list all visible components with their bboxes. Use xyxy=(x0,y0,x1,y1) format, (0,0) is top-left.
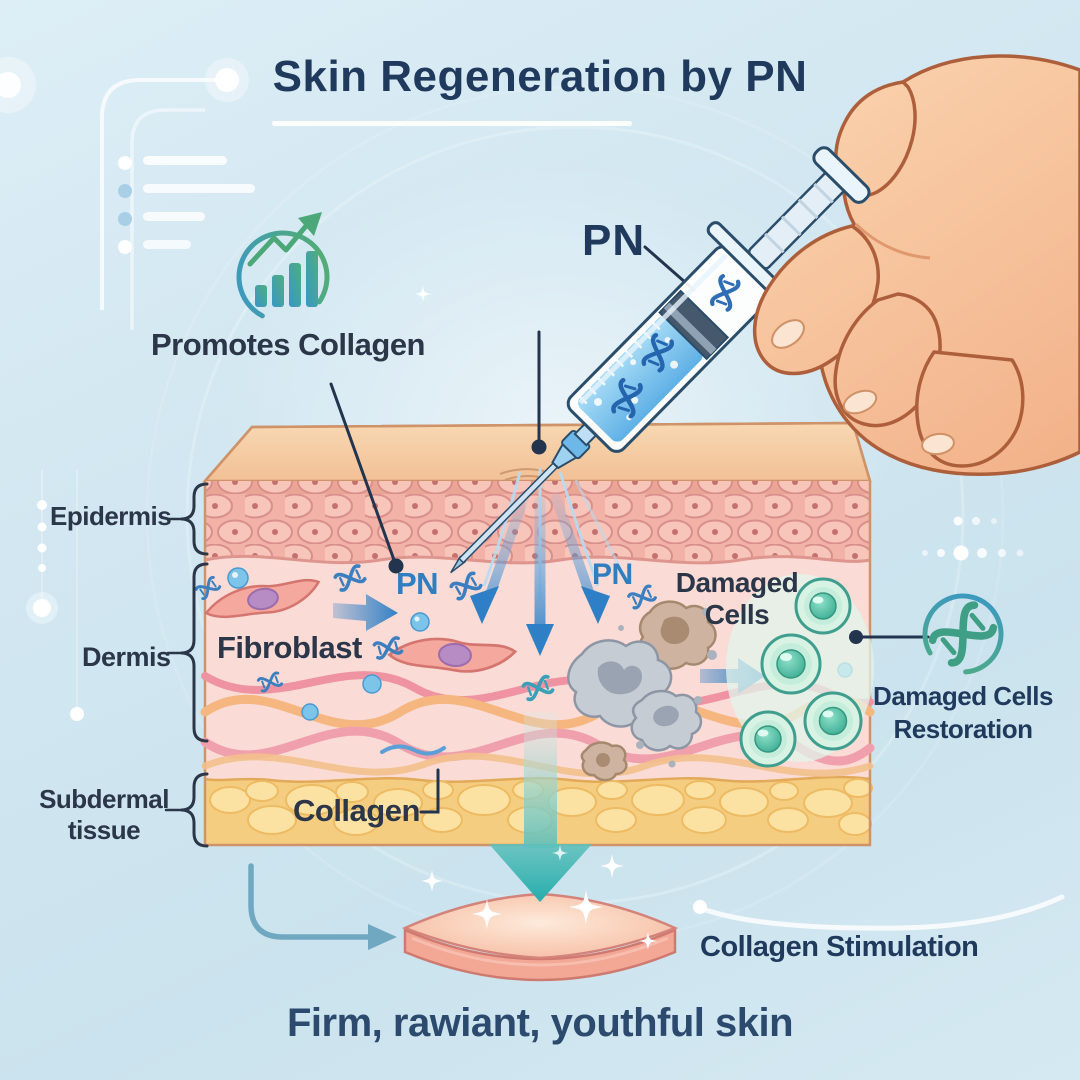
hand-fingers-front xyxy=(753,224,1025,468)
callout-connectors xyxy=(329,245,930,814)
subdermal-tissue-label: Subdermal tissue xyxy=(39,784,169,846)
dna-restoration-icon xyxy=(922,593,1004,675)
page-title: Skin Regeneration by PN xyxy=(272,52,808,101)
skin-patch xyxy=(401,892,679,982)
curved-arrow xyxy=(248,863,397,950)
collagen-label: Collagen xyxy=(293,793,420,828)
promotes-collagen-label: Promotes Collagen xyxy=(151,327,426,362)
collagen-stimulation-label: Collagen Stimulation xyxy=(700,931,979,963)
syringe-icon xyxy=(450,146,871,574)
growth-chart-icon xyxy=(236,212,330,324)
pn-right-label: PN xyxy=(592,558,633,591)
fibroblast-cells xyxy=(201,574,518,677)
damaged-cells xyxy=(567,600,717,782)
healthy-cells xyxy=(726,574,874,768)
collagen-stimulation-arrow xyxy=(489,712,592,902)
diffusion-arrows xyxy=(470,493,610,656)
epidermis-label: Epidermis xyxy=(50,501,172,531)
pn-dermis-label: PN xyxy=(396,566,439,601)
fibroblast-label: Fibroblast xyxy=(217,630,362,665)
title-underline xyxy=(272,121,632,126)
fibroblast-arrow xyxy=(333,594,398,631)
layer-braces xyxy=(164,482,209,848)
damaged-cells-label: Damaged Cells xyxy=(675,567,799,631)
tagline: Firm, rawiant, youthful skin xyxy=(286,1001,794,1045)
damaged-cells-restoration-label: Damaged Cells Restoration xyxy=(873,681,1053,744)
bullet-list-decoration xyxy=(118,156,255,254)
pn-syringe-label: PN xyxy=(582,216,646,265)
dermis-label: Dermis xyxy=(82,642,171,672)
